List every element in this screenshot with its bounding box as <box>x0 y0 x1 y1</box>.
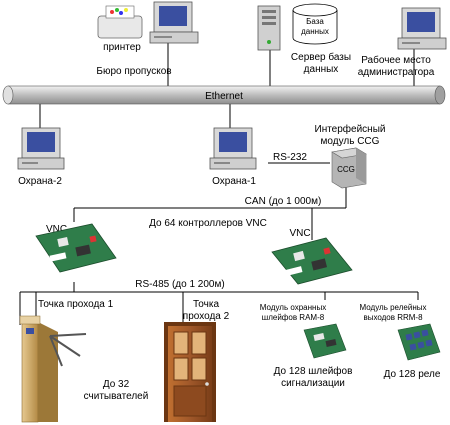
vnc-count-label: До 64 контроллеров VNC <box>149 218 267 229</box>
ram-label-line2: шлейфов RAM-8 <box>262 313 325 322</box>
rs232-label: RS-232 <box>273 152 307 163</box>
guard2-computer-icon <box>17 127 65 170</box>
admin-label-line2: администратора <box>358 67 435 78</box>
printer-icon <box>97 5 143 39</box>
point1-label: Точка прохода 1 <box>38 299 114 310</box>
guard1-label: Охрана-1 <box>212 176 256 187</box>
ccg-module-icon: CCG <box>331 147 367 189</box>
ram-label-line1: Модуль охранных <box>260 303 326 312</box>
vnc-left-label: VNC <box>46 224 67 235</box>
admin-label-line1: Рабочее место <box>361 54 431 66</box>
can-label: CAN (до 1 000м) <box>245 196 322 207</box>
point2-label-line2: прохода 2 <box>183 311 230 322</box>
relays-label: До 128 реле <box>384 369 441 380</box>
guard1-computer-icon <box>209 127 257 170</box>
loops-label-line1: До 128 шлейфов <box>274 365 353 377</box>
server-tower-icon <box>257 5 281 51</box>
db-server-label-line2: данных <box>304 64 339 75</box>
database-label-line1: База <box>306 17 324 26</box>
readers-label-line2: считывателей <box>84 391 149 402</box>
turnstile-icon <box>19 315 87 423</box>
door-icon <box>164 322 216 422</box>
printer-label: принтер <box>103 42 141 53</box>
database-icon: База данных <box>292 3 338 45</box>
rs485-label: RS-485 (до 1 200м) <box>135 279 224 290</box>
vnc-left-board-icon <box>35 223 117 273</box>
ccg-caption-line1: Интерфейсный <box>315 123 386 135</box>
database-label-line2: данных <box>301 27 329 36</box>
point2-label-line1: Точка <box>193 299 219 310</box>
ccg-caption-line2: модуль CCG <box>321 136 380 147</box>
ram-board-icon <box>303 323 347 359</box>
vnc-right-label: VNC <box>289 228 310 239</box>
badge-office-label: Бюро пропусков <box>96 66 171 77</box>
rrm-label-line1: Модуль релейных <box>360 303 427 312</box>
guard2-label: Охрана-2 <box>18 176 62 187</box>
vnc-right-board-icon <box>271 237 353 285</box>
loops-label-line2: сигнализации <box>281 378 345 389</box>
badge-office-computer-icon <box>149 1 199 44</box>
ethernet-bus: Ethernet <box>2 85 446 105</box>
db-server-label-line1: Сервер базы <box>291 51 351 63</box>
readers-label-line1: До 32 <box>103 379 130 390</box>
rrm-board-icon <box>397 323 441 361</box>
rrm-label-line2: выходов RRM-8 <box>363 313 423 322</box>
ccg-label: CCG <box>337 165 355 174</box>
admin-computer-icon <box>397 7 447 50</box>
ethernet-label: Ethernet <box>205 91 243 102</box>
